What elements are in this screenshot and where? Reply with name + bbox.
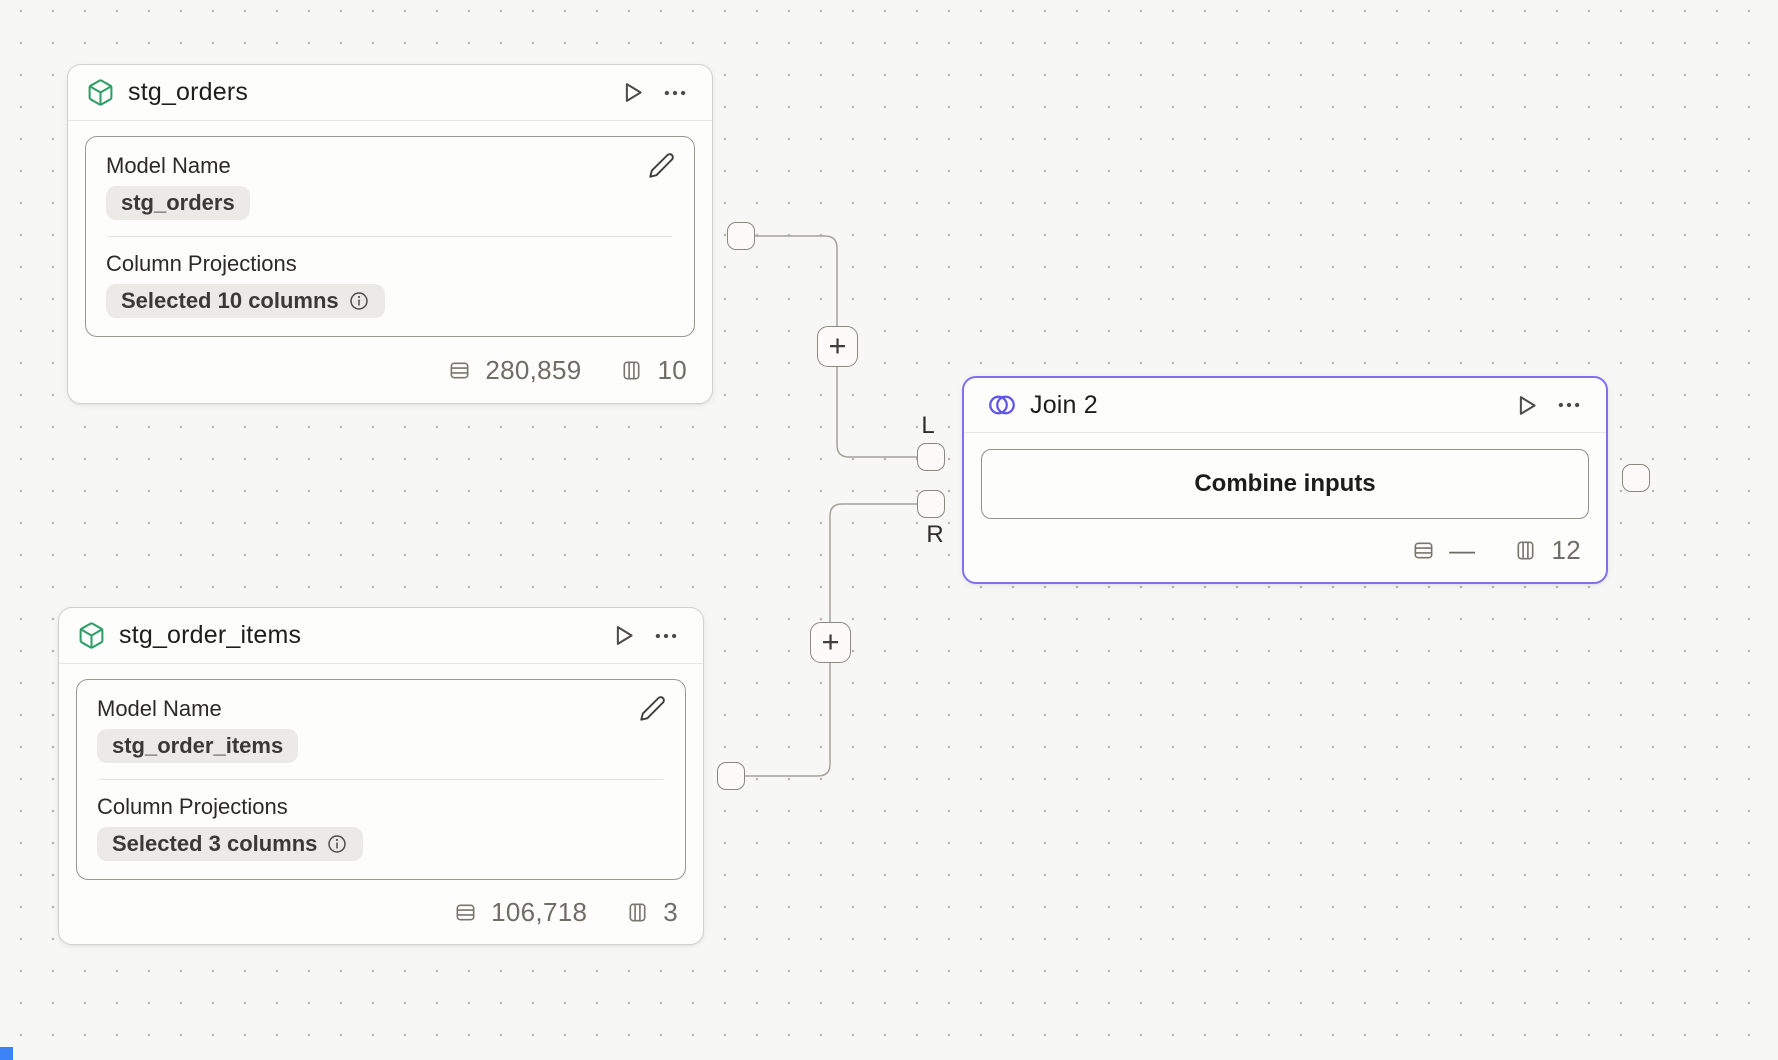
node-menu-button[interactable] [660,78,690,108]
play-icon [616,626,633,645]
panel-divider [99,779,663,780]
node-stg-order-items-header: stg_order_items [59,608,703,664]
model-name-value: stg_order_items [112,733,284,758]
ellipsis-icon [655,633,677,638]
stg-order-items-output-port[interactable] [717,762,745,790]
node-title: Join 2 [1030,390,1098,419]
node-stg-order-items-stats: 106,718 3 [59,880,703,944]
run-node-button[interactable] [1511,390,1541,420]
model-name-label: Model Name [97,696,222,721]
model-name-value: stg_orders [121,190,235,215]
run-node-button[interactable] [617,78,647,108]
column-projections-value: Selected 3 columns [112,831,318,856]
column-count: 3 [663,896,678,927]
box-icon [79,622,104,649]
column-projections-value: Selected 10 columns [121,288,339,313]
table-columns-icon [623,361,640,379]
table-columns-icon [1517,541,1534,560]
node-title: stg_order_items [119,621,302,649]
pencil-icon [639,695,665,721]
table-rows-icon [1414,542,1433,559]
table-rows-icon [456,903,475,921]
model-name-value-badge[interactable]: stg_order_items [97,729,299,763]
column-count: 10 [657,354,687,385]
node-menu-button[interactable] [651,621,681,651]
row-count: 280,859 [485,354,582,385]
add-node-on-wire-button[interactable]: + [810,622,851,663]
stg-orders-output-port[interactable] [727,222,755,250]
node-stg-orders-header: stg_orders [68,65,712,121]
node-title: stg_orders [128,78,249,106]
info-circle-icon[interactable] [348,290,370,312]
panel-divider [108,236,672,237]
model-name-value-badge[interactable]: stg_orders [106,186,250,220]
node-stg-orders[interactable]: stg_orders Model Name stg_orders [67,64,713,404]
node-stg-orders-stats: 280,859 10 [68,337,712,403]
play-icon [625,83,642,102]
box-icon [88,79,113,106]
column-projections-label: Column Projections [97,794,288,819]
node-menu-button[interactable] [1554,390,1584,420]
add-node-on-wire-button[interactable]: + [817,326,858,367]
column-projections-label: Column Projections [106,251,297,276]
run-node-button[interactable] [608,621,638,651]
join-output-port[interactable] [1622,464,1650,492]
play-icon [1519,395,1536,415]
node-join-2[interactable]: Join 2 Combine inputs — 12 [962,376,1608,584]
node-join-2-header: Join 2 [964,378,1606,433]
selection-corner [0,1047,13,1060]
node-join-2-stats: — 12 [964,519,1606,582]
join-right-input-port[interactable] [917,490,945,518]
join-left-input-port[interactable] [917,443,945,471]
model-name-label: Model Name [106,153,231,178]
pencil-icon [648,152,674,178]
edit-model-name-button[interactable] [637,693,667,723]
row-count: — [1449,535,1476,565]
column-count: 12 [1551,535,1581,565]
node-stg-order-items-config-panel: Model Name stg_order_items Column Projec… [76,679,686,880]
edit-model-name-button[interactable] [646,150,676,180]
combine-inputs-button[interactable]: Combine inputs [981,449,1589,519]
left-port-label: L [921,412,935,439]
column-projections-badge[interactable]: Selected 10 columns [106,284,385,318]
row-count: 106,718 [491,896,588,927]
column-projections-badge[interactable]: Selected 3 columns [97,827,364,861]
node-stg-order-items[interactable]: stg_order_items Model Name stg_order_ite… [58,607,704,945]
table-columns-icon [629,903,646,921]
venn-circles-icon [989,395,1015,415]
ellipsis-icon [664,90,686,95]
node-stg-orders-config-panel: Model Name stg_orders Column Projections… [85,136,695,337]
right-port-label: R [926,521,944,548]
table-rows-icon [450,361,469,379]
ellipsis-icon [1558,402,1580,408]
info-circle-icon[interactable] [326,833,348,855]
